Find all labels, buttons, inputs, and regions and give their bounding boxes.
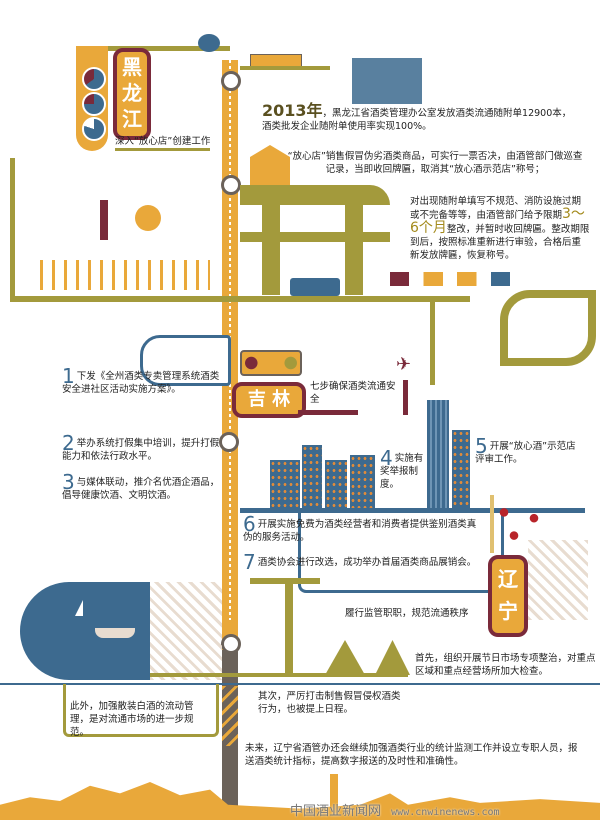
abstract-road-shape	[500, 290, 596, 366]
step-text: 与媒体联动，推介名优酒企酒品，倡导健康饮酒、文明饮酒。	[62, 477, 220, 501]
liaoning-label: 辽宁	[488, 555, 528, 637]
liaoning-first: 首先，组织开展节日市场专项整治，对重点区域和重点经营场所加大检查。	[415, 653, 596, 677]
store-building-icon	[250, 145, 290, 185]
liaoning-extra: 此外，加强散装白酒的流动管理，是对流通市场的进一步规范。	[70, 701, 194, 738]
liaoning-future: 未来，辽宁省酒管办还会继续加强酒类行业的统计监测工作并设立专职人员，报送酒类统计…	[245, 743, 578, 767]
step-number: 4	[380, 446, 393, 470]
pie-chart-icon	[82, 117, 106, 141]
olive-road	[430, 300, 435, 385]
rectify-post: 整改，并暂时收回牌匾。整改期限到后，按照标准重新进行审验，合格后重新发放牌匾，恢…	[410, 224, 590, 261]
step-number: 3	[62, 470, 75, 494]
building-gate	[240, 185, 390, 205]
oil-pump-icon	[325, 640, 365, 675]
people-icons	[352, 58, 422, 104]
step-text: 开展实施免费为酒类经营者和消费者提供鉴别酒类真伪的服务活动。	[243, 519, 477, 543]
chevron-arrows	[222, 686, 238, 746]
windmill-icon	[100, 200, 108, 240]
river-line	[0, 683, 600, 685]
watermark: 中国酒业新闻网 www.cnwinenews.com	[290, 800, 600, 819]
step-number: 6	[243, 512, 256, 536]
city-building	[452, 430, 470, 510]
step-number: 5	[475, 434, 488, 458]
oil-pump-icon	[375, 640, 410, 675]
ground-line	[150, 673, 408, 677]
station-marker	[219, 432, 239, 452]
store-text: “放心店”销售假冒伪劣酒类商品，可实行一票否决，由酒管部门做巡查记录，当即收回牌…	[287, 151, 583, 175]
station-marker	[221, 634, 241, 654]
pointing-hand-icon	[140, 335, 231, 386]
rectify-text: 对出现随附单填写不规范、消防设施过期或不完备等等，由酒管部门给予限期3～6个月整…	[410, 195, 590, 262]
rectify-pre: 对出现随附单填写不规范、消防设施过期或不完备等等，由酒管部门给予限期	[410, 196, 582, 221]
olive-road	[10, 296, 470, 302]
heilongjiang-label: 黑龙江	[113, 48, 151, 140]
sailboat-icon	[75, 600, 83, 616]
jilin-subtitle: 七步确保酒类流通安全	[310, 381, 396, 405]
step-text: 下发《全州酒类专卖管理系统酒类安全进社区活动实施方案》。	[62, 371, 220, 395]
traffic-light-icon	[240, 350, 302, 376]
bird-icon	[198, 34, 220, 52]
step-text: 开展“放心酒”示范店评审工作。	[475, 441, 576, 465]
extra-text-box	[63, 684, 219, 737]
city-ground	[240, 508, 585, 513]
stat-body: ，黑龙江省酒类管理办公室发放酒类流通随附单12900本，酒类批发企业随附单使用率…	[262, 108, 572, 132]
city-building	[302, 445, 322, 510]
olive-road	[10, 158, 15, 298]
step-text: 酒类协会进行改选，成功举办首届酒类商品展销会。	[257, 557, 477, 568]
jilin-label: 吉 林	[232, 382, 306, 418]
station-marker	[221, 71, 241, 91]
ship-icon	[95, 628, 135, 638]
liaoning-second: 其次，严厉打击制售假冒侵权酒类行为，也被提上日程。	[258, 691, 401, 715]
airplane-icon: ✈	[396, 354, 412, 375]
rectify-period: 3～6个月	[410, 206, 585, 236]
liaoning-subtitle: 履行监管职职，规范流通秩序	[345, 608, 469, 619]
step-number: 7	[243, 550, 256, 574]
step-text: 举办系统打假集中培训，提升打假能力和依法行政水平。	[62, 438, 220, 462]
arch-road	[240, 232, 390, 242]
pie-chart-icon	[82, 67, 106, 91]
stat-year: 2013年	[262, 101, 323, 120]
watermark-site: 中国酒业新闻网	[290, 804, 382, 819]
stat-text: 2013年，黑龙江省酒类管理办公室发放酒类流通随附单12900本，酒类批发企业随…	[262, 101, 572, 133]
color-swatches	[390, 272, 510, 286]
maroon-road	[298, 410, 358, 415]
tower-icon	[330, 774, 338, 820]
city-building	[270, 460, 300, 510]
hatched-area	[528, 540, 588, 620]
olive-road	[240, 66, 330, 70]
pie-chart-icon	[82, 92, 106, 116]
pillar	[262, 205, 280, 295]
station-marker	[221, 175, 241, 195]
watermark-url: www.cnwinenews.com	[391, 807, 500, 818]
wheat-field	[40, 260, 210, 290]
city-building	[350, 455, 375, 510]
step-text: 实施有奖举报制度。	[380, 453, 424, 490]
heilongjiang-subtitle: 深入“放心店”创建工作	[115, 135, 211, 151]
pillar	[345, 205, 363, 295]
step-number: 2	[62, 431, 75, 455]
olive-road	[80, 46, 230, 51]
industry-area	[150, 582, 222, 680]
bus-icon	[290, 278, 340, 296]
sun-icon	[135, 205, 161, 231]
skyscraper	[427, 400, 449, 510]
city-building	[325, 460, 347, 510]
step-number: 1	[62, 364, 75, 388]
maroon-road	[403, 380, 408, 415]
crane-tower	[285, 578, 293, 675]
